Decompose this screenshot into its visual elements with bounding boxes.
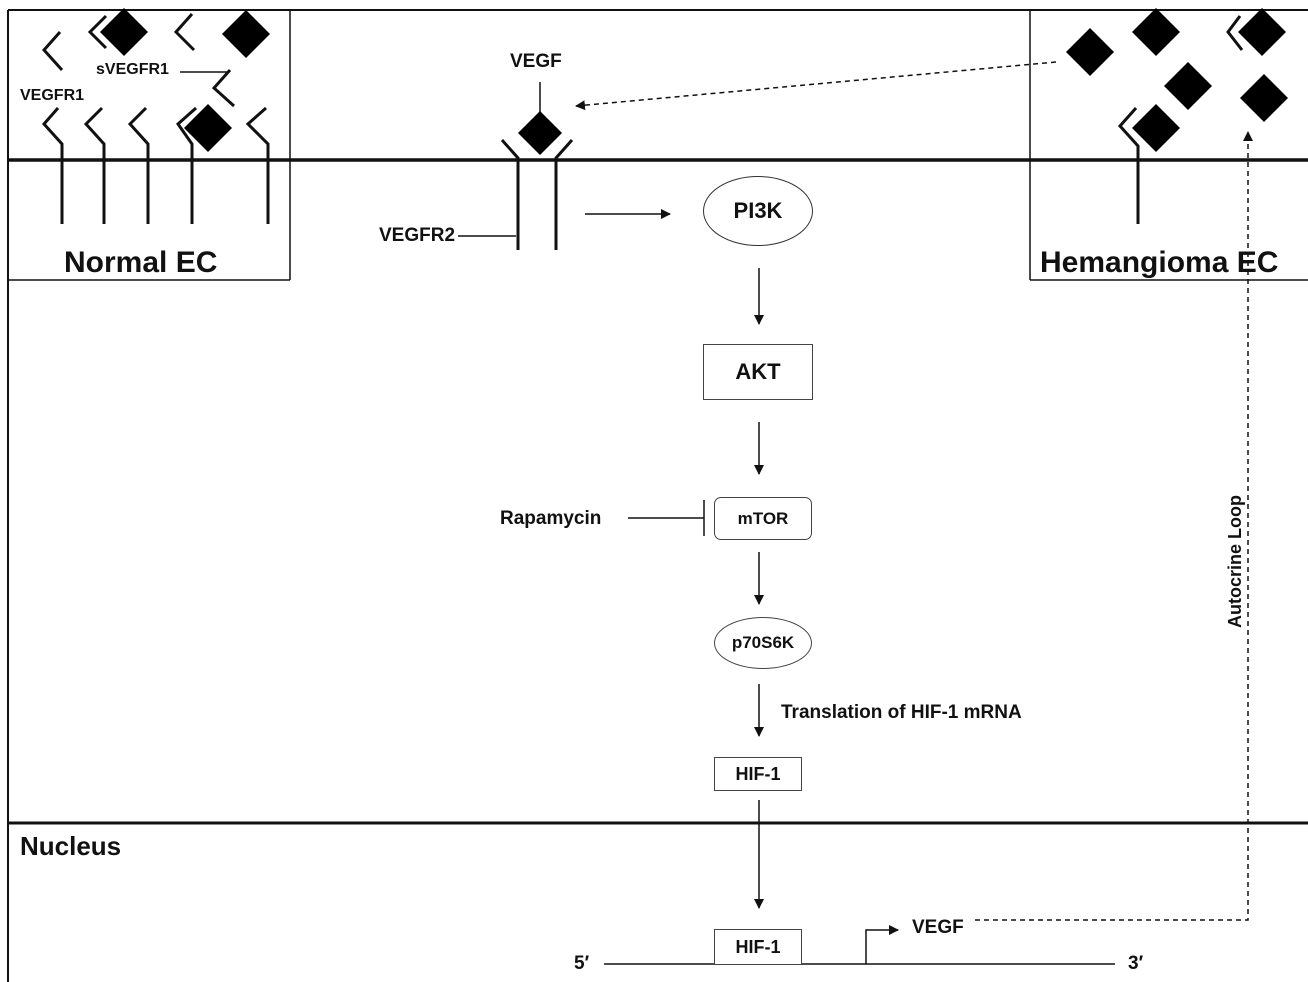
svegfr1-label: sVEGFR1 <box>96 61 169 78</box>
normal-ec-label: Normal EC <box>64 246 218 279</box>
pi3k-node: PI3K <box>703 176 813 246</box>
mtor-node: mTOR <box>714 497 812 540</box>
p70s6k-node: p70S6K <box>714 617 812 669</box>
vegf-diamond-1 <box>100 8 148 56</box>
vegf-diamond-7 <box>1164 62 1212 110</box>
vegf-diamond-4 <box>518 111 562 155</box>
vegf-ligand-label: VEGF <box>510 51 562 72</box>
three-prime-label: 3′ <box>1128 953 1144 974</box>
translation-label: Translation of HIF-1 mRNA <box>781 702 1022 723</box>
vegfr2-receptor <box>458 82 574 250</box>
hemangioma-ec-label: Hemangioma EC <box>1040 246 1279 279</box>
dna-strand <box>604 925 1115 965</box>
autocrine-loop-dashed-arrow <box>975 131 1253 921</box>
vegfr2-label: VEGFR2 <box>379 225 456 246</box>
hif1-nucleus-node: HIF-1 <box>714 929 802 965</box>
hemangioma-receptors <box>1117 15 1244 224</box>
rapamycin-inhibition <box>628 500 705 536</box>
vegf-gene-label: VEGF <box>912 917 964 938</box>
nucleus-label: Nucleus <box>20 831 122 861</box>
vegf-diamond-5 <box>1066 28 1114 76</box>
hemangioma-ec-box <box>1029 10 1308 281</box>
normal-ec-box <box>8 10 291 281</box>
hif1-cytoplasm-node: HIF-1 <box>714 757 802 791</box>
vegf-diamond-9 <box>1240 74 1288 122</box>
vegf-diamond-10 <box>1132 104 1180 152</box>
paracrine-dashed-arrow <box>575 61 1057 111</box>
vegfr1-receptors <box>41 106 270 224</box>
vegf-diamond-2 <box>222 10 270 58</box>
vegf-ligands <box>100 8 1288 155</box>
akt-node: AKT <box>703 344 813 400</box>
five-prime-label: 5′ <box>574 953 590 974</box>
cell-frame <box>7 9 1308 982</box>
vegf-diamond-8 <box>1238 8 1286 56</box>
vegf-diamond-3 <box>184 104 232 152</box>
rapamycin-label: Rapamycin <box>500 508 602 529</box>
vegfr1-label: VEGFR1 <box>20 87 85 104</box>
autocrine-loop-label: Autocrine Loop <box>1225 495 1245 628</box>
vegf-diamond-6 <box>1132 8 1180 56</box>
